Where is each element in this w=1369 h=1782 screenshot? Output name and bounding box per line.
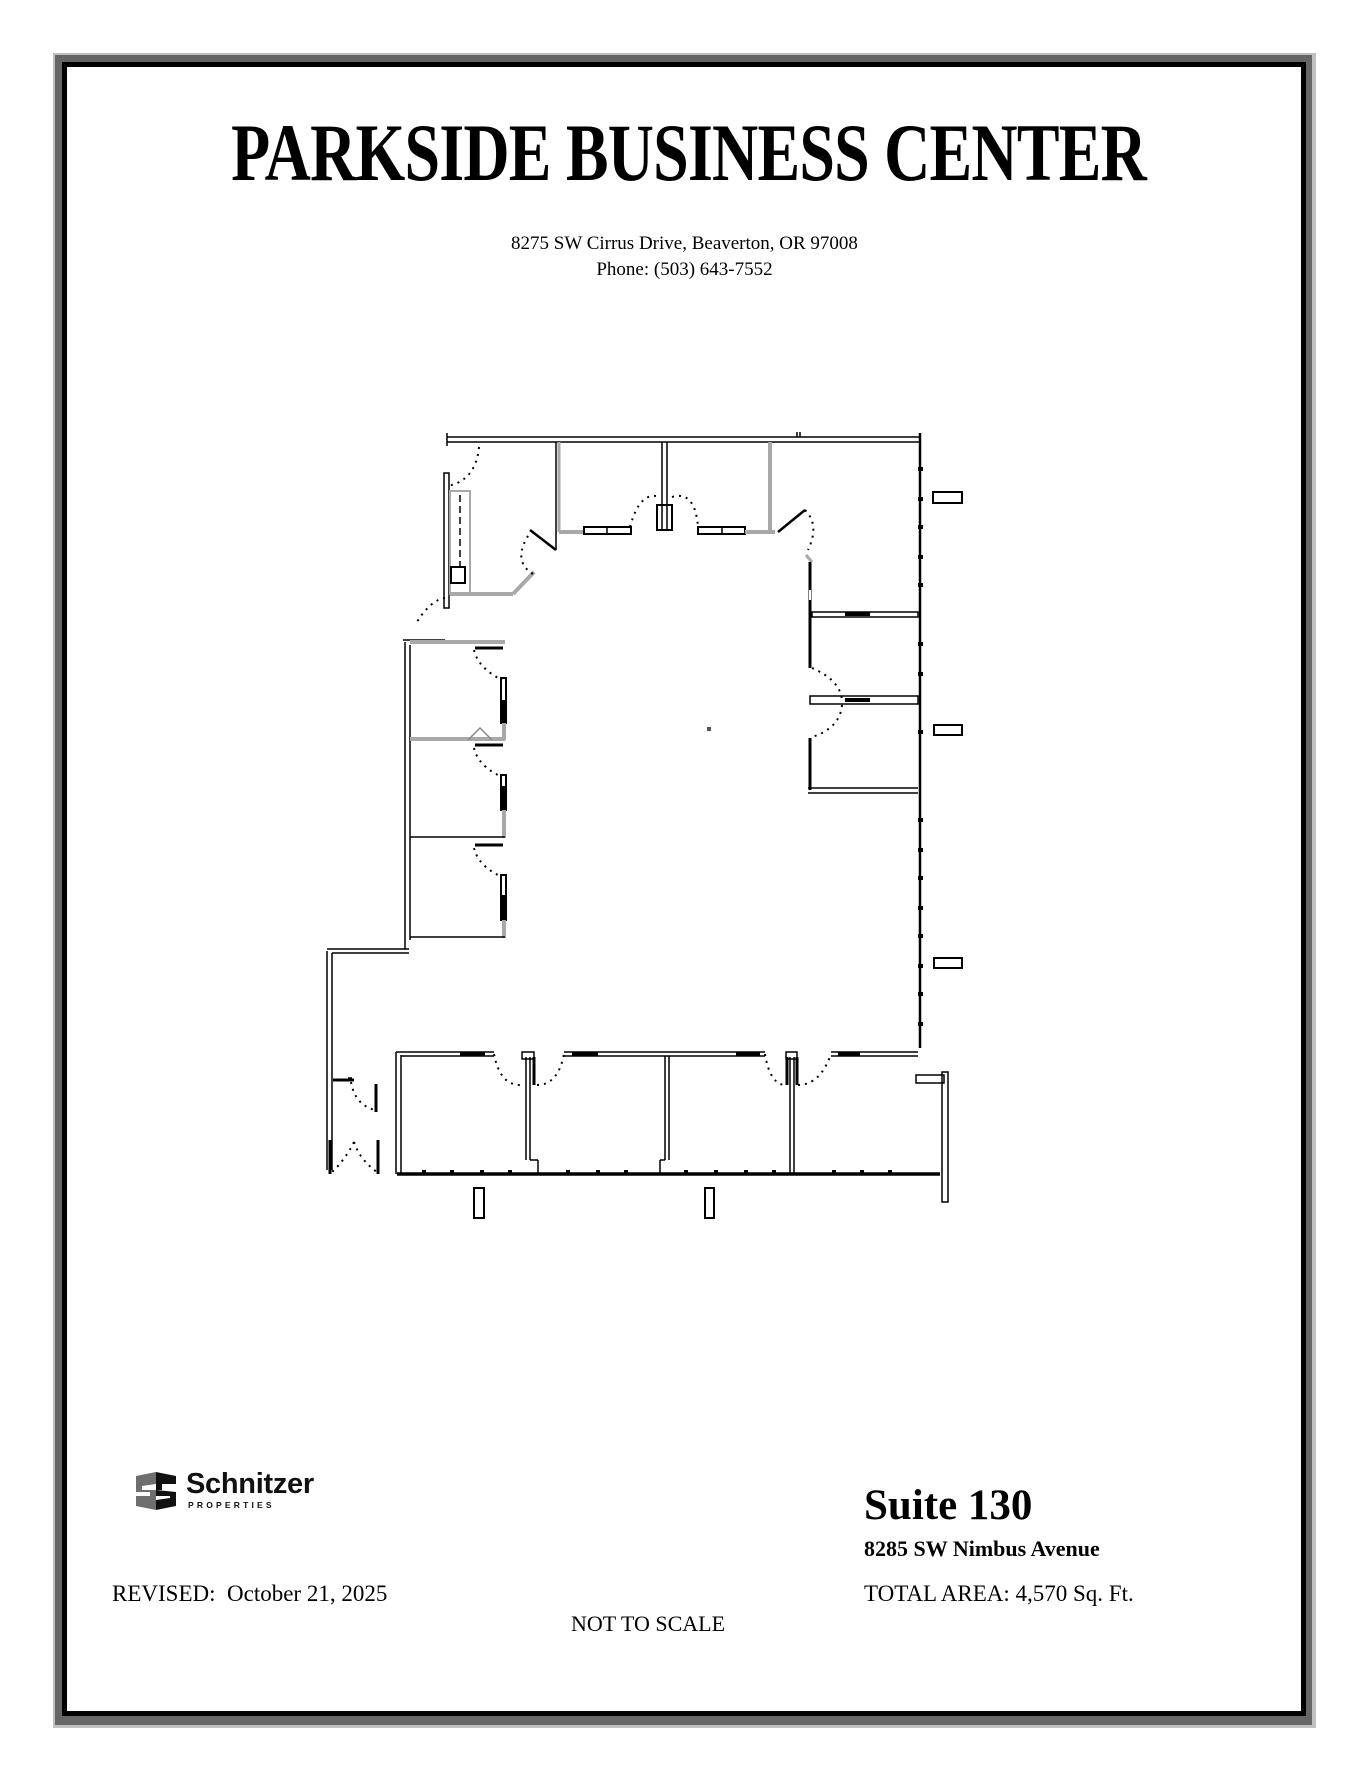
right-offices <box>804 554 919 794</box>
schnitzer-logo: Schnitzer PROPERTIES <box>134 1470 354 1514</box>
suite-address: 8285 SW Nimbus Avenue <box>864 1536 1100 1561</box>
top-offices <box>529 442 806 551</box>
exterior-wall-jog <box>915 1071 949 1203</box>
suite-name: Suite 130 <box>864 1482 1033 1529</box>
bottom-offices <box>328 1051 918 1174</box>
exterior-wall-left <box>326 948 409 1170</box>
door-swings <box>331 446 843 1173</box>
revised-date: REVISED: October 21, 2025 <box>112 1581 388 1606</box>
left-offices-wall <box>403 639 445 949</box>
logo-wordmark: Schnitzer <box>186 1468 314 1500</box>
kitchen-wall <box>443 472 536 609</box>
logo-subtitle: PROPERTIES <box>188 1500 275 1510</box>
building-phone: Phone: (503) 643-7552 <box>596 259 773 280</box>
schnitzer-s-logo-icon <box>136 1472 176 1510</box>
building-address: 8275 SW Cirrus Drive, Beaverton, OR 9700… <box>511 233 858 254</box>
mullions <box>422 467 923 1174</box>
page-background <box>67 67 1301 1711</box>
exterior-wall-top <box>446 432 920 446</box>
building-title: PARKSIDE BUSINESS CENTER <box>231 107 1147 198</box>
total-area: TOTAL AREA: 4,570 Sq. Ft. <box>864 1581 1134 1606</box>
left-offices <box>410 640 507 938</box>
scale-note: NOT TO SCALE <box>571 1611 726 1636</box>
exterior-columns <box>473 491 963 1219</box>
